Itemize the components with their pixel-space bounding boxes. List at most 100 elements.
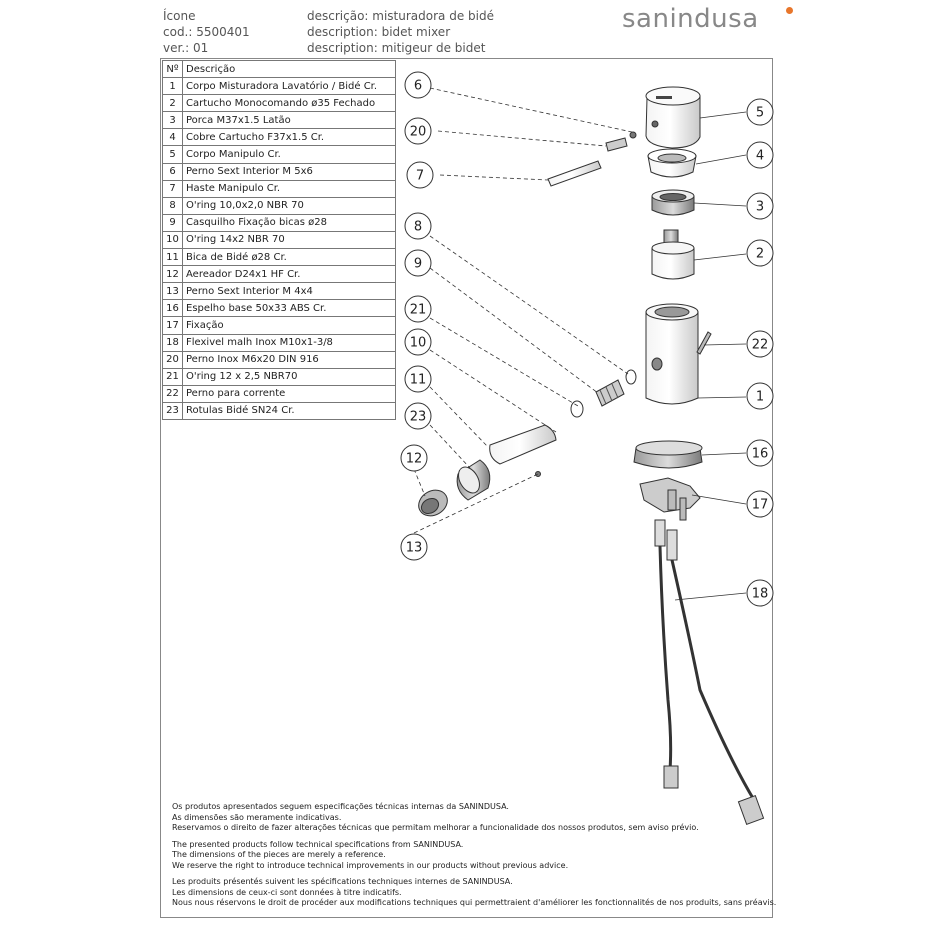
part-number: 11	[162, 248, 183, 267]
product-version: ver.: 01	[163, 41, 209, 55]
part-oring-10	[570, 400, 584, 418]
note-fr-2: Les dimensions de ceux-ci sont données à…	[172, 887, 402, 897]
leader-lines	[413, 87, 633, 534]
part-description: Aereador D24x1 HF Cr.	[182, 265, 396, 284]
callout-circle	[400, 444, 428, 472]
callout-label: 17	[752, 498, 769, 513]
part-description: Perno Inox M6x20 DIN 916	[182, 350, 396, 369]
callout-label: 8	[414, 220, 422, 235]
callout-circle	[400, 533, 428, 561]
part-description: Rotulas Bidé SN24 Cr.	[182, 401, 396, 420]
note-en-1: The presented products follow technical …	[172, 839, 464, 849]
callout-label: 10	[410, 336, 427, 351]
part-nut	[651, 189, 695, 216]
part-fixation	[639, 477, 701, 521]
callout-20: 20	[404, 117, 432, 145]
notes-en: The presented products follow technical …	[172, 840, 776, 872]
part-description: Espelho base 50x33 ABS Cr.	[182, 299, 396, 318]
callout-circle	[404, 328, 432, 356]
part-description: Fixação	[182, 316, 396, 335]
part-ball-joint	[456, 459, 491, 501]
callout-9: 9	[404, 249, 432, 277]
note-en-3: We reserve the right to introduce techni…	[172, 860, 569, 870]
part-description: Perno Sext Interior M 4x4	[182, 282, 396, 301]
note-pt-3: Reservamos o direito de fazer alterações…	[172, 823, 699, 832]
part-number: 13	[162, 282, 183, 301]
note-pt-2: As dimensões são meramente indicativas.	[172, 812, 342, 822]
part-set-screw-20	[605, 137, 628, 152]
header-left: Ícone cod.: 5500401 ver.: 01	[163, 8, 250, 56]
callout-5: 5	[746, 98, 774, 126]
callout-circle	[746, 239, 774, 267]
drawing-frame	[160, 58, 773, 918]
callout-7: 7	[406, 161, 434, 189]
part-description: Perno para corrente	[182, 384, 396, 403]
product-name: Ícone	[163, 9, 196, 23]
callout-label: 7	[416, 169, 424, 184]
callout-circle	[404, 71, 432, 99]
product-code: cod.: 5500401	[163, 25, 250, 39]
callout-circle	[406, 161, 434, 189]
callout-23: 23	[404, 402, 432, 430]
part-flexible-hose	[654, 519, 765, 825]
callout-circle	[746, 490, 774, 518]
note-fr-3: Nous nous réservons le droit de procéder…	[172, 898, 777, 907]
callout-circle	[746, 382, 774, 410]
callout-6: 6	[404, 71, 432, 99]
callout-4: 4	[746, 141, 774, 169]
callout-10: 10	[404, 328, 432, 356]
table-header-row: Nº Descrição	[162, 59, 396, 79]
brand-dot-icon	[786, 7, 793, 14]
callout-label: 12	[406, 452, 423, 467]
brand-text: sanindusa	[622, 4, 759, 34]
part-description: O'ring 12 x 2,5 NBR70	[182, 367, 396, 386]
callout-circle	[404, 249, 432, 277]
part-handle-stem	[547, 160, 602, 187]
part-cover-cartridge	[647, 148, 697, 178]
callout-circle	[404, 365, 432, 393]
part-mixer-body	[645, 303, 699, 405]
note-pt-1: Os produtos apresentados seguem especifi…	[172, 802, 509, 811]
callout-circle	[404, 117, 432, 145]
callout-label: 11	[410, 373, 427, 388]
callout-circle	[404, 295, 432, 323]
callout-label: 13	[406, 541, 423, 556]
part-base-plate	[633, 440, 703, 469]
callout-label: 18	[752, 587, 769, 602]
notes-pt: Os produtos apresentados seguem especifi…	[172, 802, 776, 834]
part-pin-22	[696, 331, 712, 355]
description-en: description: bidet mixer	[307, 25, 451, 39]
callout-8: 8	[404, 212, 432, 240]
callout-label: 23	[410, 410, 427, 425]
part-description: Flexivel malh Inox M10x1-3/8	[182, 333, 396, 352]
disclaimer-notes: Os produtos apresentados seguem especifi…	[172, 802, 776, 915]
callout-label: 21	[410, 303, 427, 318]
brand-logo: sanindusa	[622, 4, 759, 34]
callout-circle	[746, 579, 774, 607]
part-number: 21	[162, 367, 183, 386]
header-right: descrição: misturadora de bidé descripti…	[307, 8, 494, 56]
callout-label: 20	[410, 125, 427, 140]
callout-label: 3	[756, 200, 764, 215]
callout-1: 1	[746, 382, 774, 410]
description-pt: descrição: misturadora de bidé	[307, 9, 494, 23]
callout-label: 9	[414, 257, 422, 272]
callout-label: 4	[756, 149, 764, 164]
part-cartridge	[651, 229, 695, 280]
callout-18: 18	[746, 579, 774, 607]
part-description: Bica de Bidé ø28 Cr.	[182, 248, 396, 267]
description-fr: description: mitigeur de bidet	[307, 41, 486, 55]
callout-circle	[746, 192, 774, 220]
notes-fr: Les produits présentés suivent les spéci…	[172, 877, 776, 909]
callout-17: 17	[746, 490, 774, 518]
part-aerator	[418, 489, 448, 517]
part-screw-6	[629, 131, 637, 139]
